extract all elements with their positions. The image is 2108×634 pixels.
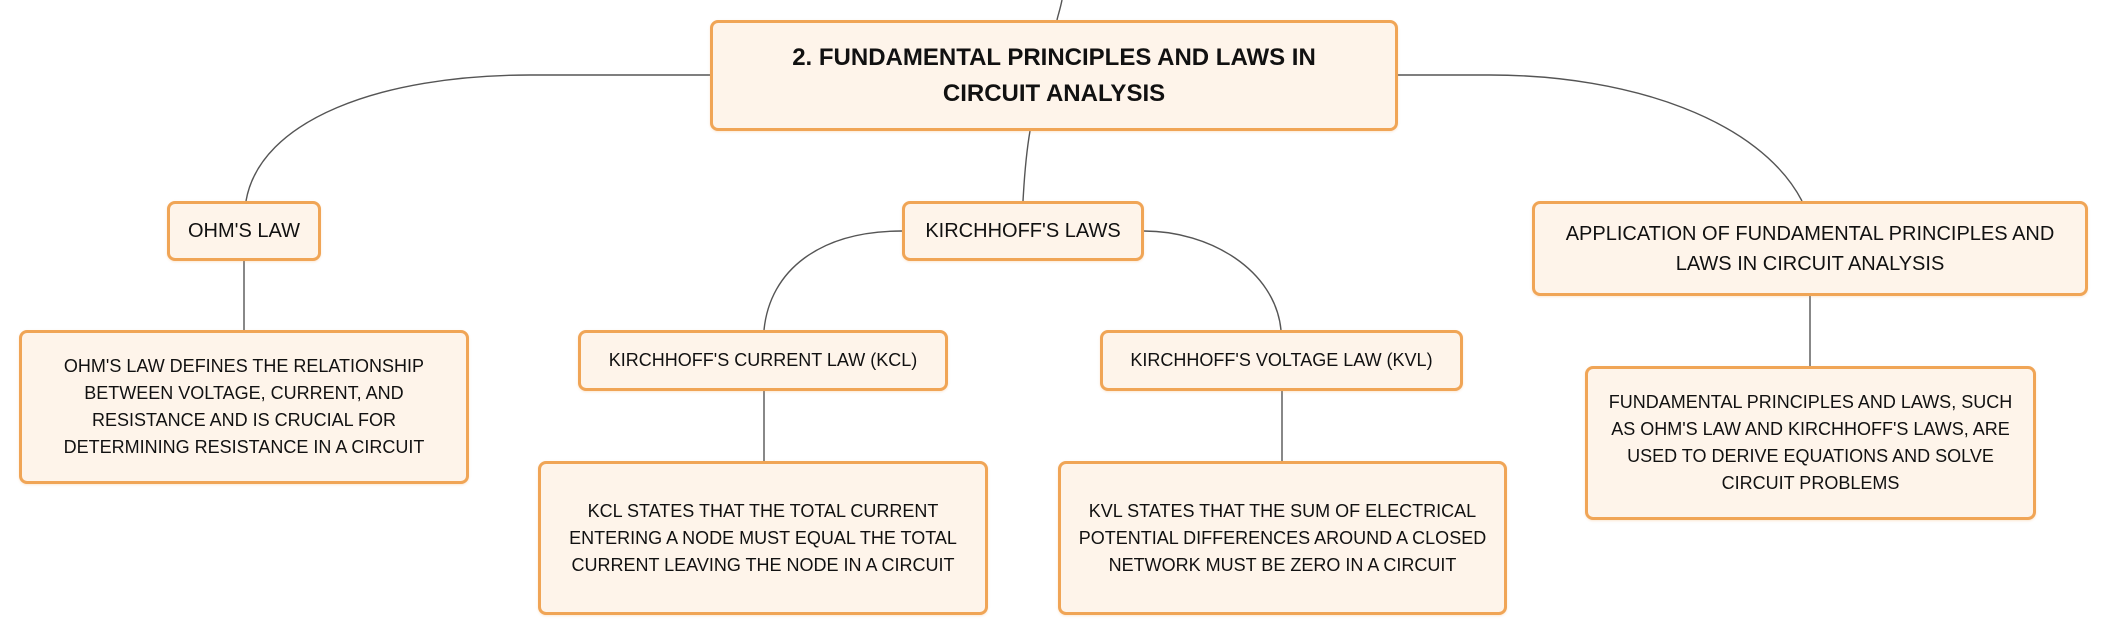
kvl-detail-text: KVL STATES THAT THE SUM OF ELECTRICAL PO… <box>1078 500 1487 575</box>
connector-root-to-kirchhoffs-laws <box>1022 130 1031 202</box>
kirchhoffs-laws-label: KIRCHHOFF'S LAWS <box>925 220 1121 242</box>
application-detail-node[interactable]: FUNDAMENTAL PRINCIPLES AND LAWS, SUCH AS… <box>1585 366 2036 520</box>
application-label: APPLICATION OF FUNDAMENTAL PRINCIPLES AN… <box>1565 222 2055 275</box>
kcl-detail-node[interactable]: KCL STATES THAT THE TOTAL CURRENT ENTERI… <box>538 461 988 615</box>
root-node[interactable]: 2. FUNDAMENTAL PRINCIPLES AND LAWS IN CI… <box>710 20 1398 131</box>
connector-root-to-ohms-law <box>245 74 710 202</box>
kcl-label: KIRCHHOFF'S CURRENT LAW (KCL) <box>608 350 918 370</box>
kcl-detail-text: KCL STATES THAT THE TOTAL CURRENT ENTERI… <box>569 500 957 575</box>
application-node[interactable]: APPLICATION OF FUNDAMENTAL PRINCIPLES AN… <box>1532 201 2088 296</box>
root-label: 2. FUNDAMENTAL PRINCIPLES AND LAWS IN CI… <box>792 43 1316 107</box>
ohms-law-node[interactable]: OHM'S LAW <box>167 201 321 261</box>
connector-root-to-application <box>1398 74 1803 202</box>
connector-kirchhoffs-to-kvl <box>1143 230 1282 331</box>
kvl-label: KIRCHHOFF'S VOLTAGE LAW (KVL) <box>1130 350 1433 370</box>
ohms-law-detail-node[interactable]: OHM'S LAW DEFINES THE RELATIONSHIP BETWE… <box>19 330 469 484</box>
connector-parent-to-root <box>1056 0 1063 21</box>
connector-kirchhoffs-to-kcl <box>763 230 903 331</box>
application-detail-text: FUNDAMENTAL PRINCIPLES AND LAWS, SUCH AS… <box>1608 392 2013 493</box>
ohms-law-label: OHM'S LAW <box>188 220 300 242</box>
kcl-node[interactable]: KIRCHHOFF'S CURRENT LAW (KCL) <box>578 330 948 391</box>
kvl-detail-node[interactable]: KVL STATES THAT THE SUM OF ELECTRICAL PO… <box>1058 461 1507 615</box>
kvl-node[interactable]: KIRCHHOFF'S VOLTAGE LAW (KVL) <box>1100 330 1463 391</box>
ohms-law-detail-text: OHM'S LAW DEFINES THE RELATIONSHIP BETWE… <box>63 356 425 457</box>
kirchhoffs-laws-node[interactable]: KIRCHHOFF'S LAWS <box>902 201 1144 261</box>
